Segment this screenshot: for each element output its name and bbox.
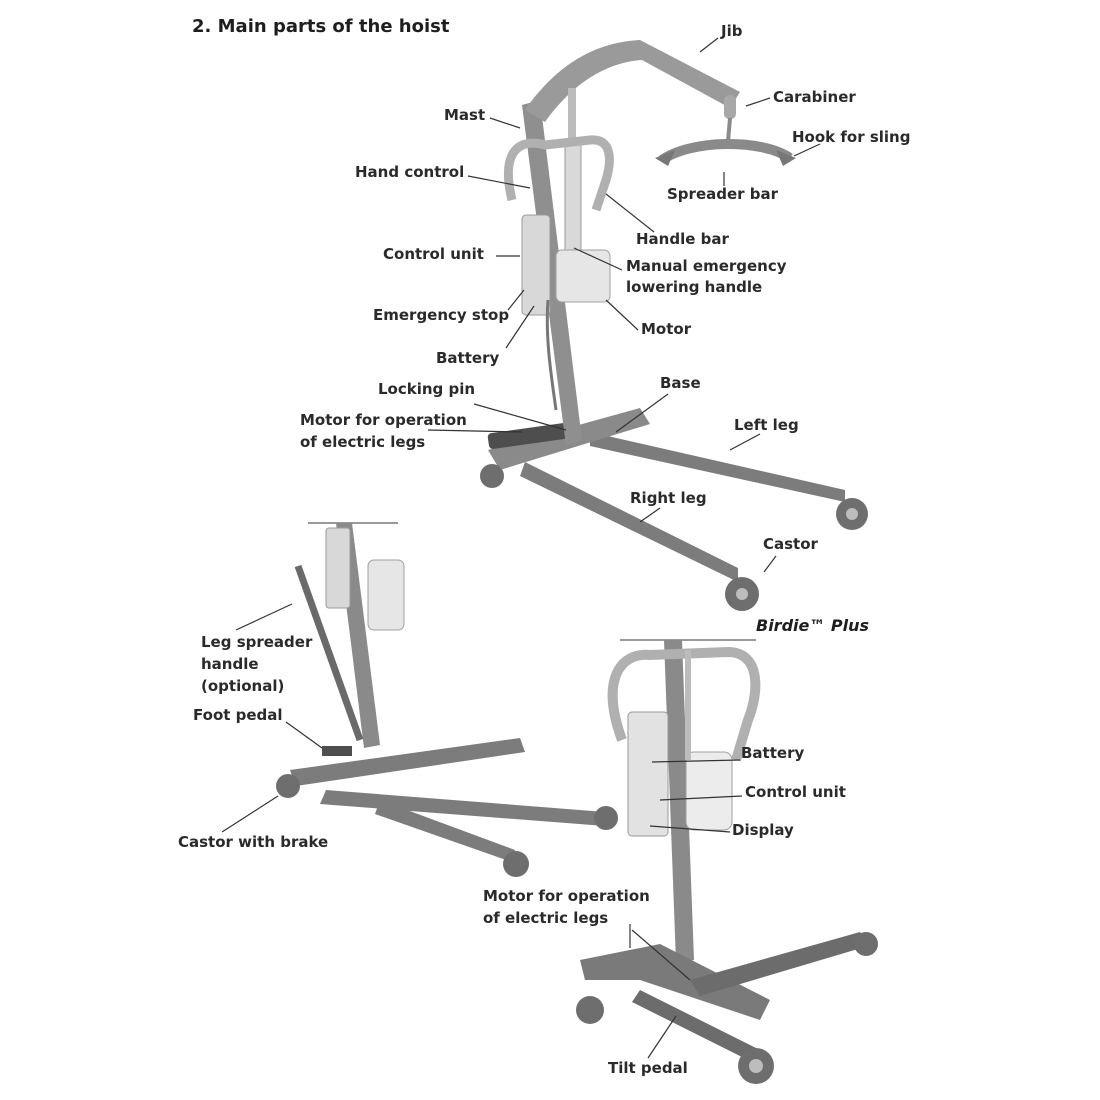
base-3 [580,944,770,1020]
castor-3a [576,996,604,1024]
label-motor-legs-1: Motor for operation [300,411,467,429]
lift-actuator [564,144,582,256]
label-emergency-stop: Emergency stop [373,306,510,324]
label-right-leg: Right leg [630,489,707,507]
label-motor: Motor [641,320,692,338]
label-left-leg: Left leg [734,416,799,434]
left-leg-shape [590,432,845,502]
leg-3b [632,990,760,1062]
motor-3 [685,751,733,831]
leg-2a [320,790,605,826]
label-foot-pedal: Foot pedal [193,706,283,724]
hook-left [655,150,675,166]
label-motor-legs-plus-2: of electric legs [483,909,609,927]
label-carabiner: Carabiner [773,88,856,106]
control-unit-2 [325,527,351,609]
label-control-unit: Control unit [383,245,484,263]
base-2 [290,738,525,786]
label-hand-control: Hand control [355,163,465,181]
jib-shape [525,40,740,122]
control-unit-shape [521,214,551,316]
spreader-bar-shape [659,139,793,165]
right-leg-shape [520,462,738,582]
label-battery: Battery [436,349,500,367]
castor-3c [854,932,878,956]
page-heading: 2. Main parts of the hoist [192,16,450,37]
label-spreader-bar: Spreader bar [667,185,779,203]
leg-spreader-handle-shape [294,564,364,742]
label-motor-legs-plus-1: Motor for operation [483,887,650,905]
castor-hub [736,588,748,600]
leader-lines [221,37,821,1059]
leg-3a [690,932,868,996]
mast-shape [522,100,582,446]
castor-2a [594,806,618,830]
label-mast: Mast [444,106,486,124]
label-battery-plus: Battery [741,744,805,762]
label-manual-emergency-1: Manual emergency [626,257,787,275]
castor-brake [276,774,300,798]
label-hook-for-sling: Hook for sling [792,128,911,146]
hook-right [776,150,796,166]
cable [545,299,558,411]
handle-bar-shape [503,135,614,212]
leg-2b [375,800,515,862]
label-motor-legs-2: of electric legs [300,433,426,451]
label-castor-with-brake: Castor with brake [178,833,329,851]
model-label: Birdie™ Plus [756,616,870,635]
control-unit-3 [627,711,669,837]
main-hoist [480,40,868,611]
label-jib: Jib [721,22,743,40]
carabiner-shape [724,95,736,119]
foot-pedal-shape [322,746,352,756]
label-leg-spreader-1: Leg spreader [201,633,313,651]
label-control-unit-plus: Control unit [745,783,846,801]
motor-legs-shape [487,423,569,449]
label-tilt-pedal: Tilt pedal [608,1059,688,1077]
birdie-plus-hoist [576,639,878,1084]
castor-hub [846,508,858,520]
mast-shape-3 [664,640,694,962]
castor-rear-left [480,464,504,488]
left-hoist [276,522,618,877]
label-base: Base [660,374,701,392]
label-castor: Castor [763,535,818,553]
spreader-hanger [726,117,732,143]
label-display: Display [732,821,794,839]
motor-shape [555,249,611,303]
label-manual-emergency-2: lowering handle [626,278,763,296]
castor-hub [749,1059,763,1073]
label-leg-spreader-3: (optional) [201,677,285,695]
motor-2 [367,559,405,631]
label-handle-bar: Handle bar [636,230,729,248]
label-locking-pin: Locking pin [378,380,476,398]
label-leg-spreader-2: handle [201,655,259,673]
castor-2b [503,851,529,877]
